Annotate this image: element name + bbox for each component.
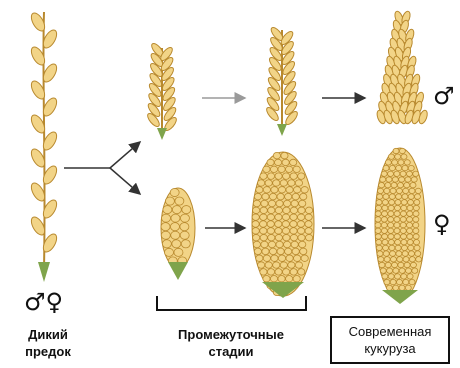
male-symbol: ♂ — [433, 84, 455, 108]
intermediate-label-line1: Промежуточные — [156, 326, 306, 343]
intermediate-bracket — [157, 296, 306, 310]
tassel-modern — [375, 10, 428, 125]
modern-label-line2: кукуруза — [332, 340, 448, 357]
modern-label-line1: Современная — [332, 323, 448, 340]
tassel-stage-2 — [265, 26, 300, 136]
branch-arrows — [64, 142, 140, 194]
intermediate-stages-label: Промежуточные стадии — [156, 326, 306, 360]
wild-ancestor-ear — [29, 11, 60, 282]
modern-maize-label-box: Современная кукуруза — [330, 316, 450, 364]
ear-stage-2 — [252, 152, 314, 298]
intermediate-label-line2: стадии — [156, 343, 306, 360]
female-symbol: ♀ — [433, 212, 451, 236]
wild-ancestor-label: Дикий предок — [8, 326, 88, 360]
ear-stage-1 — [161, 188, 195, 280]
tassel-stage-1 — [146, 42, 179, 140]
modern-maize-label: Современная кукуруза — [332, 323, 448, 357]
ear-modern — [375, 148, 425, 304]
wild-ancestor-label-line1: Дикий — [8, 326, 88, 343]
wild-ancestor-label-line2: предок — [8, 343, 88, 360]
male-female-symbol: ♂♀ — [24, 290, 63, 314]
